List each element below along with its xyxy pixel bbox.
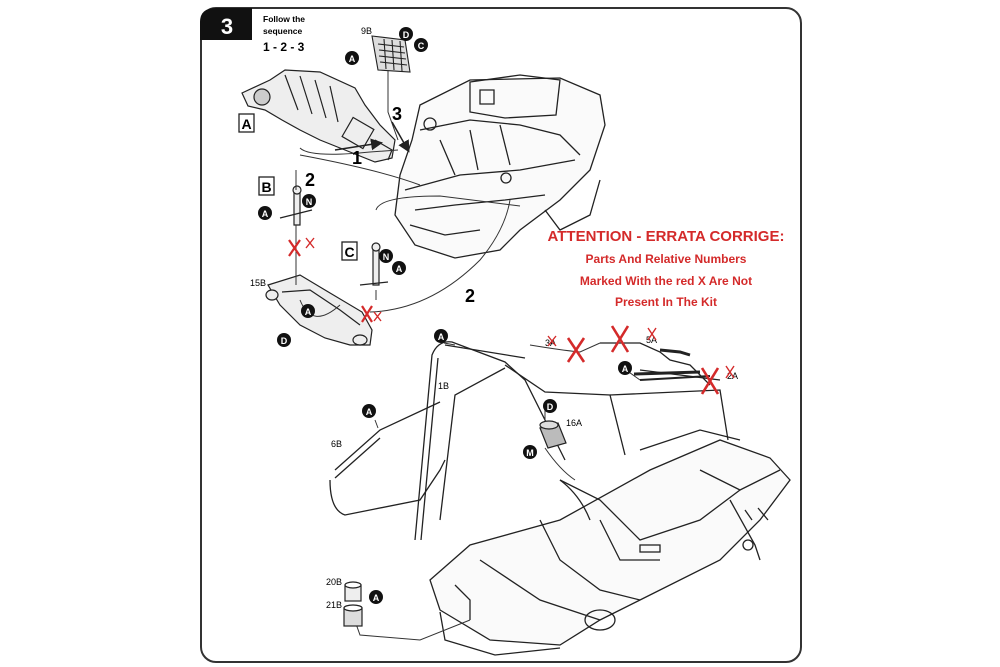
rear-chassis-drawing xyxy=(394,74,606,259)
sequence-number-2-lower: 2 xyxy=(465,286,475,306)
glue-a-label: A xyxy=(622,364,629,374)
part-label-20b: 20B xyxy=(326,577,342,587)
glue-d-label: D xyxy=(547,402,554,412)
glue-marker-a-1b: A xyxy=(434,329,448,343)
glue-a-label: A xyxy=(349,54,356,64)
missing-part-x-marks-upper xyxy=(288,237,382,323)
part-label-5a: 5A xyxy=(646,335,657,345)
instruction-line1: Follow the xyxy=(263,14,305,24)
roll-cage-drawing xyxy=(329,341,729,541)
glue-m-label: M xyxy=(526,448,534,458)
callout-box-b: B xyxy=(258,176,275,196)
glue-marker-a-b: A xyxy=(258,206,272,220)
glue-a-label: A xyxy=(373,593,380,603)
glue-marker-a-6b: A xyxy=(362,404,376,418)
parts-20b-21b-drawing xyxy=(343,581,363,627)
glue-marker-m-16a: M xyxy=(523,445,537,459)
errata-line2: Marked With the red X Are Not xyxy=(580,274,752,288)
sequence-number-2-upper: 2 xyxy=(305,170,315,190)
glue-a-label: A xyxy=(438,332,445,342)
sequence-number-3: 3 xyxy=(392,104,402,124)
part-label-9b: 9B xyxy=(361,26,372,36)
callout-b-label: B xyxy=(261,179,271,195)
callout-c-label: C xyxy=(344,244,354,260)
glue-n-label: N xyxy=(383,252,390,262)
glue-marker-d-15b: D xyxy=(277,333,291,347)
step-number: 3 xyxy=(221,14,233,39)
part-label-6b: 6B xyxy=(331,439,342,449)
part-9b-drawing xyxy=(371,35,411,73)
glue-marker-a-15b: A xyxy=(301,304,315,318)
glue-marker-a-c: A xyxy=(392,261,406,275)
glue-a-label: A xyxy=(305,307,312,317)
missing-part-x-marks-lower xyxy=(547,325,735,395)
arrow-3-line xyxy=(391,121,410,153)
glue-a-label: A xyxy=(262,209,269,219)
arrow-1-line xyxy=(334,138,383,151)
glue-marker-a-cage: A xyxy=(618,361,632,375)
glue-marker-d-16a: D xyxy=(543,399,557,413)
glue-c-label: C xyxy=(418,41,425,51)
glue-d-label: D xyxy=(281,336,288,346)
callout-a-label: A xyxy=(241,116,251,132)
errata-notice: ATTENTION - ERRATA CORRIGE: Parts And Re… xyxy=(548,228,785,309)
glue-n-label: N xyxy=(306,197,313,207)
glue-marker-a-20b: A xyxy=(369,590,383,604)
glue-marker-d-9b: D xyxy=(399,27,413,41)
glue-a-label: A xyxy=(366,407,373,417)
callout-box-a: A xyxy=(238,113,255,133)
engine-drawing xyxy=(241,69,396,163)
suspension-drawing xyxy=(265,185,389,346)
glue-marker-c-9b: C xyxy=(414,38,428,52)
errata-line3: Present In The Kit xyxy=(615,295,717,309)
sequence-number-1: 1 xyxy=(352,148,362,168)
part-16a-drawing xyxy=(539,420,567,449)
lower-chassis-drawing xyxy=(429,429,791,656)
part-label-21b: 21B xyxy=(326,600,342,610)
part-label-16a: 16A xyxy=(566,418,582,428)
sequence-label: 1 - 2 - 3 xyxy=(263,40,305,54)
glue-d-label: D xyxy=(403,30,410,40)
glue-marker-n-b: N xyxy=(302,194,316,208)
part-label-15b: 15B xyxy=(250,278,266,288)
errata-line1: Parts And Relative Numbers xyxy=(586,252,747,266)
part-label-1b: 1B xyxy=(438,381,449,391)
glue-a-label: A xyxy=(396,264,403,274)
instruction-line2: sequence xyxy=(263,26,302,36)
errata-title: ATTENTION - ERRATA CORRIGE: xyxy=(548,228,785,245)
upper-leader-lines xyxy=(295,70,521,317)
callout-box-c: C xyxy=(341,241,358,261)
step-tab: 3 xyxy=(200,8,252,40)
glue-marker-n-c: N xyxy=(379,249,393,263)
glue-marker-a-9b: A xyxy=(345,51,359,65)
